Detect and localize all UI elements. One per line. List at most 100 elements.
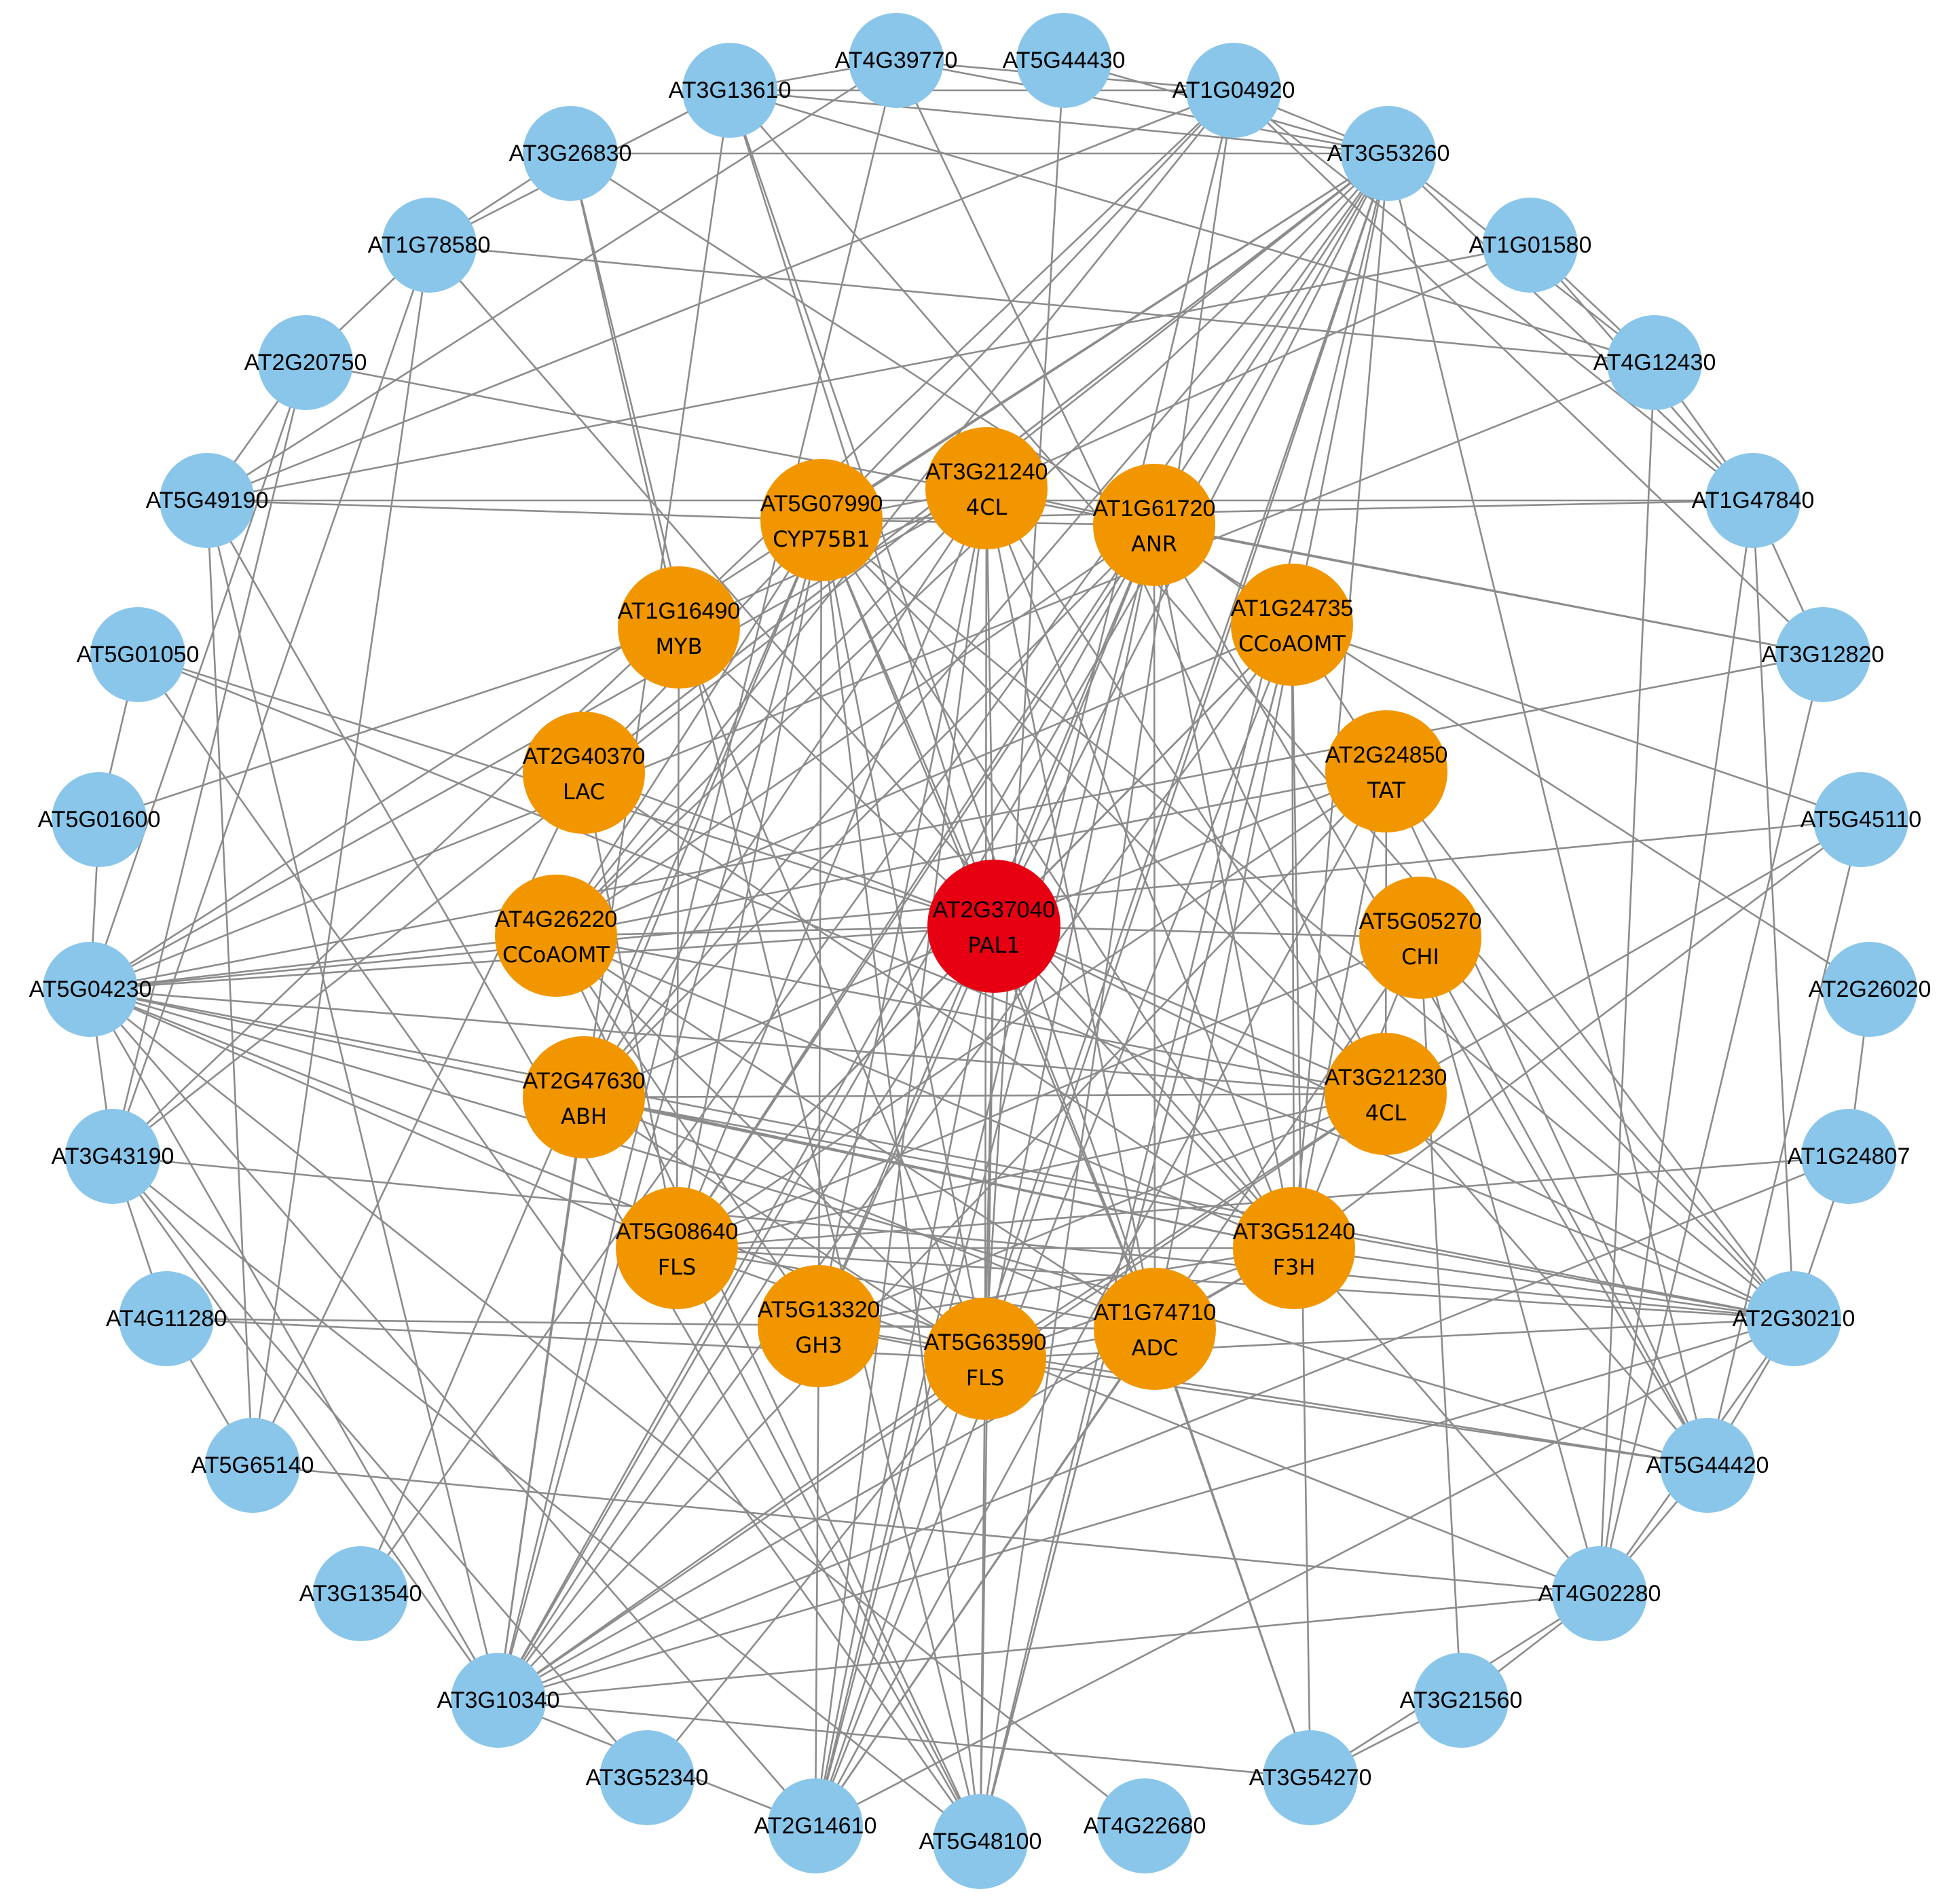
node-circle[interactable] bbox=[119, 1271, 214, 1366]
node-at4g12430[interactable]: AT4G12430 bbox=[1593, 315, 1716, 410]
node-at1g01580[interactable]: AT1G01580 bbox=[1469, 198, 1592, 293]
node-circle[interactable] bbox=[925, 427, 1048, 549]
node-circle[interactable] bbox=[1359, 877, 1481, 999]
node-at3g13610[interactable]: AT3G13610 bbox=[669, 43, 792, 138]
node-circle[interactable] bbox=[523, 712, 645, 834]
node-circle[interactable] bbox=[682, 43, 777, 138]
node-circle[interactable] bbox=[1016, 13, 1111, 108]
node-circle[interactable] bbox=[1094, 1268, 1216, 1390]
node-circle[interactable] bbox=[927, 860, 1060, 993]
node-at3g12820[interactable]: AT3G12820 bbox=[1762, 607, 1885, 702]
node-circle[interactable] bbox=[618, 566, 740, 689]
node-circle[interactable] bbox=[758, 1265, 880, 1387]
node-at3g54270[interactable]: AT3G54270 bbox=[1249, 1730, 1372, 1825]
node-circle[interactable] bbox=[1483, 198, 1578, 293]
node-circle[interactable] bbox=[924, 1298, 1046, 1420]
node-circle[interactable] bbox=[1801, 1109, 1896, 1204]
node-circle[interactable] bbox=[1231, 564, 1353, 686]
node-at3g21560[interactable]: AT3G21560 bbox=[1400, 1653, 1523, 1748]
node-at3g53260[interactable]: AT3G53260 bbox=[1327, 106, 1450, 201]
node-circle[interactable] bbox=[313, 1546, 408, 1641]
node-circle[interactable] bbox=[382, 198, 477, 293]
node-circle[interactable] bbox=[616, 1187, 738, 1309]
node-circle[interactable] bbox=[1341, 106, 1436, 201]
node-circle[interactable] bbox=[205, 1418, 300, 1513]
node-circle[interactable] bbox=[1097, 1778, 1192, 1873]
node-at5g45110[interactable]: AT5G45110 bbox=[1800, 772, 1921, 867]
node-circle[interactable] bbox=[1822, 942, 1917, 1037]
node-at1g78580[interactable]: AT1G78580 bbox=[368, 198, 491, 293]
node-circle[interactable] bbox=[1414, 1653, 1509, 1748]
node-at1g47840[interactable]: AT1G47840 bbox=[1692, 453, 1815, 548]
node-circle[interactable] bbox=[599, 1730, 695, 1825]
node-circle[interactable] bbox=[1325, 1033, 1447, 1155]
node-circle[interactable] bbox=[1186, 43, 1281, 138]
node-at4g22680[interactable]: AT4G22680 bbox=[1084, 1778, 1206, 1873]
node-circle[interactable] bbox=[52, 772, 147, 867]
node-circle[interactable] bbox=[90, 607, 185, 702]
node-at2g20750[interactable]: AT2G20750 bbox=[244, 315, 367, 410]
node-at5g44420[interactable]: AT5G44420 bbox=[1646, 1418, 1769, 1513]
node-circle[interactable] bbox=[1813, 772, 1908, 867]
node-circle[interactable] bbox=[849, 13, 944, 108]
node-circle[interactable] bbox=[451, 1653, 546, 1748]
node-at2g30210[interactable]: AT2G30210 bbox=[1733, 1271, 1855, 1366]
node-circle[interactable] bbox=[160, 453, 255, 548]
node-circle[interactable] bbox=[258, 315, 353, 410]
node-at4g02280[interactable]: AT4G02280 bbox=[1538, 1546, 1661, 1641]
node-at3g10340[interactable]: AT3G10340 bbox=[437, 1653, 560, 1748]
node-at4g11280[interactable]: AT4G11280 bbox=[106, 1271, 227, 1366]
node-circle[interactable] bbox=[1233, 1187, 1355, 1309]
node-at5g01600[interactable]: AT5G01600 bbox=[38, 772, 161, 867]
node-circle[interactable] bbox=[1607, 315, 1702, 410]
node-at5g44430[interactable]: AT5G44430 bbox=[1003, 13, 1126, 108]
node-circle[interactable] bbox=[1705, 453, 1800, 548]
node-at3g52340[interactable]: AT3G52340 bbox=[586, 1730, 709, 1825]
node-at1g24807[interactable]: AT1G24807 bbox=[1788, 1109, 1910, 1204]
node-circle[interactable] bbox=[1263, 1730, 1358, 1825]
node-circle[interactable] bbox=[1325, 710, 1447, 832]
node-at3g43190[interactable]: AT3G43190 bbox=[52, 1109, 174, 1204]
node-at5g65140[interactable]: AT5G65140 bbox=[191, 1418, 314, 1513]
node-circle[interactable] bbox=[523, 106, 618, 201]
node-at5g04230[interactable]: AT5G04230 bbox=[29, 942, 152, 1037]
node-circle[interactable] bbox=[1660, 1418, 1755, 1513]
node-circle[interactable] bbox=[43, 942, 138, 1037]
node-at2g26020[interactable]: AT2G26020 bbox=[1809, 942, 1932, 1037]
node-circle[interactable] bbox=[495, 875, 617, 997]
node-circle[interactable] bbox=[523, 1036, 645, 1158]
node-at5g48100[interactable]: AT5G48100 bbox=[919, 1794, 1042, 1889]
node-circle[interactable] bbox=[933, 1794, 1028, 1889]
node-circle[interactable] bbox=[1552, 1546, 1647, 1641]
node-at3g13540[interactable]: AT3G13540 bbox=[299, 1546, 422, 1641]
node-circle[interactable] bbox=[1093, 464, 1215, 586]
node-circle[interactable] bbox=[1775, 607, 1870, 702]
node-circle[interactable] bbox=[1746, 1271, 1841, 1366]
node-at5g49190[interactable]: AT5G49190 bbox=[146, 453, 269, 548]
node-circle[interactable] bbox=[768, 1778, 863, 1873]
node-circle[interactable] bbox=[760, 459, 883, 581]
node-at4g39770[interactable]: AT4G39770 bbox=[835, 13, 958, 108]
node-at1g04920[interactable]: AT1G04920 bbox=[1172, 43, 1295, 138]
node-at2g14610[interactable]: AT2G14610 bbox=[754, 1778, 877, 1873]
node-at5g01050[interactable]: AT5G01050 bbox=[77, 607, 200, 702]
node-at3g26830[interactable]: AT3G26830 bbox=[509, 106, 632, 201]
node-circle[interactable] bbox=[65, 1109, 160, 1204]
